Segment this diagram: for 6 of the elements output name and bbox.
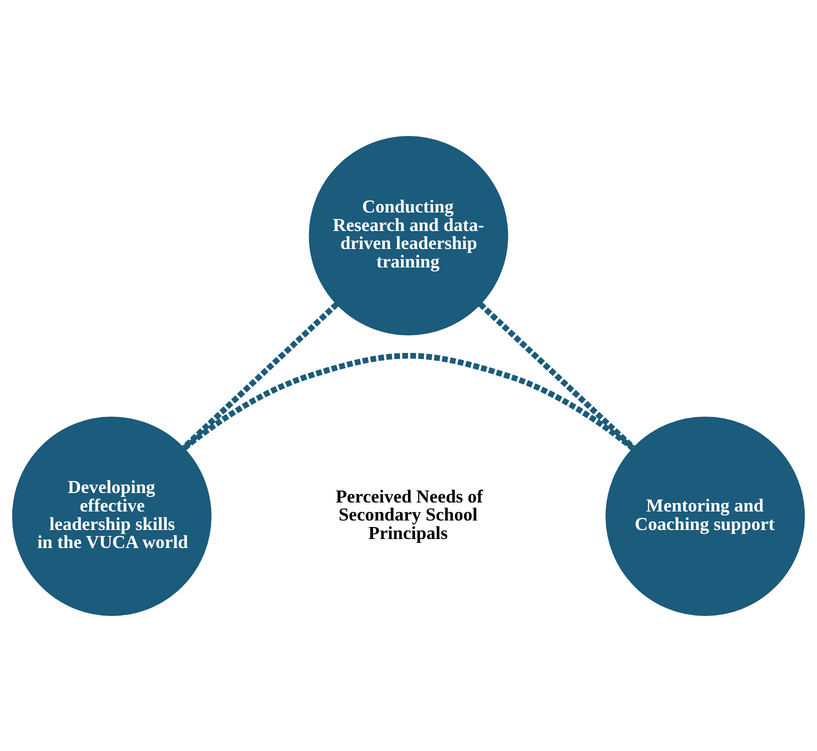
node-circle: Developing effective leadership skills in the VUCA world — [12, 416, 212, 616]
label: Perceived Needs of Secondary School Principals — [336, 486, 483, 543]
connector — [182, 352, 634, 450]
node-circle: Conducting Research and data-driven leadership training — [308, 136, 508, 335]
connector — [478, 302, 635, 450]
node-circle: Mentoring and Coaching support — [606, 416, 805, 616]
